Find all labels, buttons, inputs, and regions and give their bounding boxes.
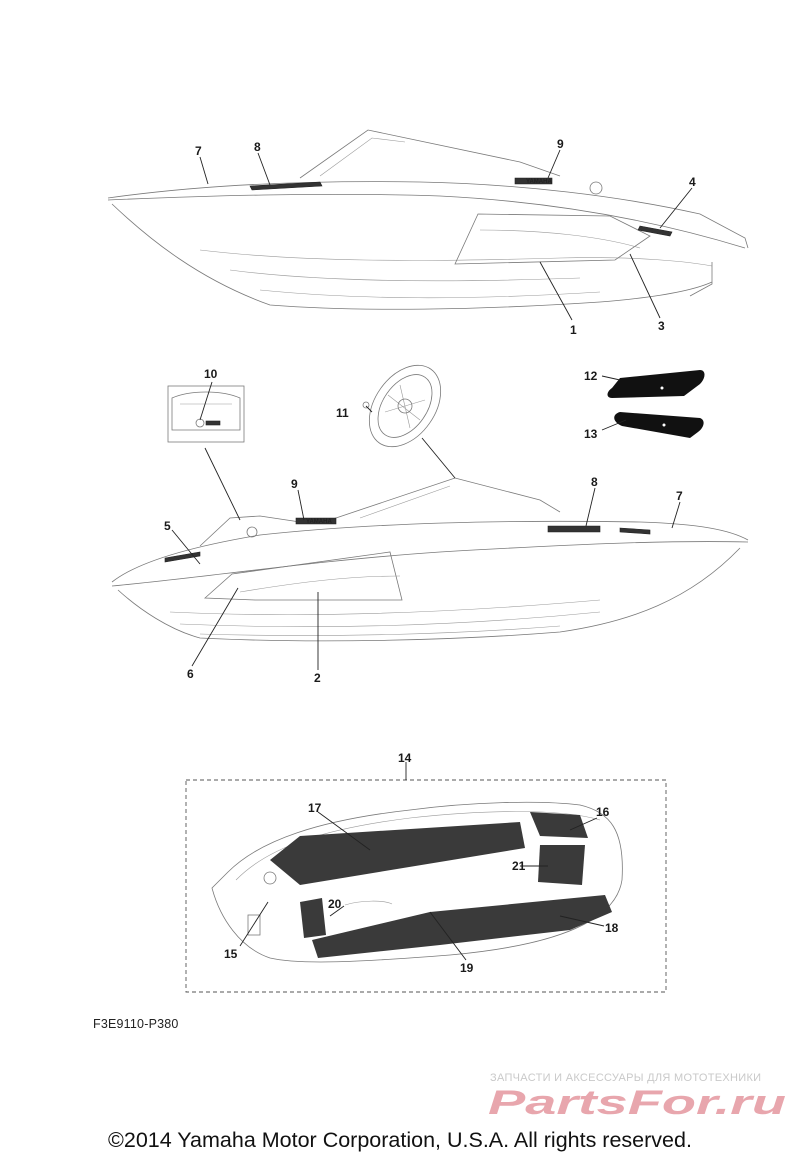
- callout-21: 21: [512, 859, 526, 873]
- drawing-code: F3E9110-P380: [93, 1017, 179, 1031]
- callout-labels: 1 2 3 4 5 6 7 7 8 8 9 9 10 11 12 13 14 1…: [164, 137, 696, 975]
- watermark-logo: PartsFor.ru: [488, 1084, 786, 1122]
- leader-lines: [171, 149, 693, 961]
- callout-7-mid: 7: [676, 489, 683, 503]
- watermark-subtitle: ЗАПЧАСТИ И АКСЕССУАРЫ ДЛЯ МОТОТЕХНИКИ: [490, 1072, 762, 1084]
- boat-middle-view: [111, 477, 749, 642]
- callout-9-top: 9: [557, 137, 564, 151]
- callout-8-mid: 8: [591, 475, 598, 489]
- hull-logo-top: YAMAHA: [526, 179, 552, 185]
- boat-top-view: [107, 129, 749, 310]
- callout-12: 12: [584, 369, 598, 383]
- pad-13-icon: [614, 412, 704, 438]
- callout-8-top: 8: [254, 140, 261, 154]
- callout-4: 4: [689, 175, 696, 189]
- callout-17: 17: [308, 801, 322, 815]
- callout-18: 18: [605, 921, 619, 935]
- callout-1: 1: [570, 323, 577, 337]
- callout-11: 11: [336, 406, 349, 420]
- deck-mat-set: [185, 779, 667, 993]
- callout-16: 16: [596, 805, 610, 819]
- callout-20: 20: [328, 897, 342, 911]
- callout-7-top: 7: [195, 144, 202, 158]
- copyright-notice: ©2014 Yamaha Motor Corporation, U.S.A. A…: [108, 1128, 692, 1152]
- callout-3: 3: [658, 319, 665, 333]
- svg-text:PartsFor.ru: PartsFor.ru: [488, 1084, 786, 1122]
- callout-13: 13: [584, 427, 598, 441]
- inset-transom-logo: [167, 385, 245, 443]
- hull-logo-mid: YAMAHA: [306, 519, 332, 525]
- callout-2: 2: [314, 671, 321, 685]
- callout-15: 15: [224, 947, 238, 961]
- callout-6: 6: [187, 667, 194, 681]
- callout-5: 5: [164, 519, 171, 533]
- callout-10: 10: [204, 367, 218, 381]
- pad-12-icon: [607, 370, 705, 398]
- callout-19: 19: [460, 961, 474, 975]
- callout-9-mid: 9: [291, 477, 298, 491]
- steering-wheel-icon: [362, 364, 442, 448]
- callout-14: 14: [398, 751, 412, 765]
